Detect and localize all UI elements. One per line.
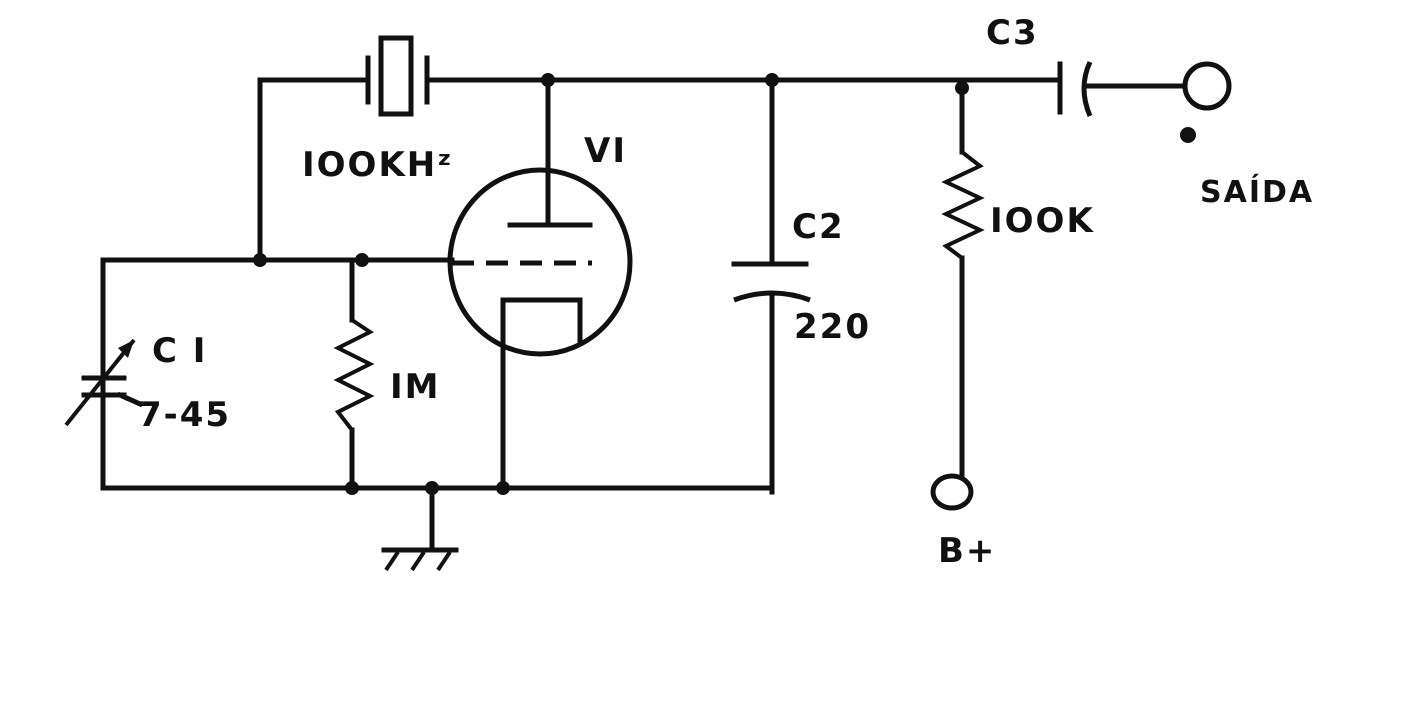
- junction-ground: [425, 481, 439, 495]
- junction-r2: [955, 81, 969, 95]
- tube-label: VI: [584, 131, 627, 171]
- junction-cathode: [496, 481, 510, 495]
- wire-crystal-left: [257, 77, 368, 263]
- resistor-icon: [941, 150, 985, 260]
- junction-c2: [765, 73, 779, 87]
- vacuum-tube-icon: [447, 167, 633, 357]
- capacitor-icon: [731, 261, 811, 303]
- c1-name-label: C I: [152, 331, 207, 371]
- c3-name-label: C3: [986, 13, 1039, 53]
- variable-capacitor-icon: [64, 338, 144, 427]
- junction-crystal-grid: [253, 253, 267, 267]
- output-dot: [1180, 127, 1196, 143]
- junction-r1-grid: [355, 253, 369, 267]
- wires: [100, 77, 1188, 551]
- terminal-icon: [1182, 61, 1232, 111]
- supply-label: B+: [938, 531, 996, 571]
- terminal-icon: [930, 473, 974, 511]
- junction-r1-ground: [345, 481, 359, 495]
- junction-plate: [541, 73, 555, 87]
- output-label: SAÍDA: [1200, 174, 1314, 210]
- crystal-icon: [365, 35, 430, 117]
- ground-icon: [381, 547, 459, 572]
- crystal-label: IOOKHᶻ: [302, 145, 453, 185]
- junction-dots: [253, 73, 1196, 495]
- r1-value-label: IM: [390, 367, 440, 407]
- c1-value-label: 7-45: [138, 395, 231, 435]
- resistor-icon: [333, 318, 375, 432]
- c2-name-label: C2: [792, 207, 845, 247]
- c2-value-label: 220: [794, 307, 871, 347]
- r2-value-label: IOOK: [990, 201, 1095, 241]
- capacitor-icon: [1057, 60, 1093, 117]
